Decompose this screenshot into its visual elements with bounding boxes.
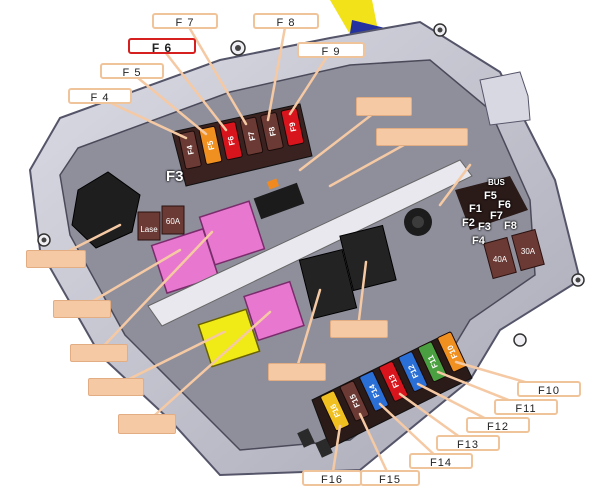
small-fuse-f1: F1	[469, 203, 482, 215]
callout-bar-blank	[26, 250, 86, 268]
fuse-f14	[359, 370, 389, 412]
center-rail	[147, 159, 473, 327]
label-f4: F 4	[68, 88, 132, 104]
fuse-f9	[280, 107, 305, 147]
relay-black	[339, 224, 397, 292]
fuse-f16	[320, 390, 350, 432]
relay-pink	[198, 200, 266, 266]
small-fuse-f7: F7	[490, 210, 503, 222]
leader-line	[184, 20, 248, 126]
maxi-fuse-label: 30A	[521, 247, 536, 256]
leader-line	[130, 71, 208, 136]
label-f13: F13	[436, 435, 500, 451]
label-f12: F12	[466, 417, 530, 433]
bus-label: BUS	[488, 178, 505, 187]
f3-inline-label: F3	[166, 168, 184, 185]
top-fuse-holder: F4 F5 F6 F7 F8 F9	[171, 103, 313, 187]
leader-line	[96, 230, 214, 354]
round-connector	[404, 208, 432, 236]
fuse-f4	[178, 130, 202, 170]
mounting-screw	[230, 40, 246, 56]
fuse-label-f6: F6	[226, 135, 237, 147]
leader-line	[438, 163, 472, 207]
label-f6-highlighted: F 6	[128, 38, 196, 55]
leader-line	[356, 260, 368, 330]
fuse-label-f9: F9	[288, 121, 299, 133]
leader-line	[79, 248, 182, 310]
leader-line	[294, 288, 322, 373]
label-f7: F 7	[152, 13, 218, 29]
callout-bar-blank	[53, 300, 111, 318]
fuse-f13	[378, 361, 409, 402]
leader-line	[160, 46, 228, 132]
left-connector	[71, 171, 141, 249]
maxi-fuse-label: 60A	[166, 217, 181, 226]
label-f14: F14	[409, 453, 473, 469]
maxi-fuse-label: Lase	[140, 225, 158, 234]
small-fuse-f6: F6	[498, 199, 511, 211]
base-cutout	[297, 428, 333, 458]
mounting-screw	[37, 233, 51, 247]
small-fuse-f4: F4	[472, 235, 485, 247]
label-f5: F 5	[100, 63, 164, 79]
fuse-f12	[398, 351, 428, 392]
small-fuse-f5: F5	[484, 190, 497, 202]
leader-line	[288, 50, 332, 116]
callout-bar-blank	[356, 97, 412, 116]
callout-bar-blank	[88, 378, 144, 396]
fuse-f7	[239, 116, 264, 156]
side-connector	[479, 71, 531, 126]
callout-bar-blank	[330, 320, 388, 338]
label-f16: F16	[302, 470, 362, 486]
small-fuse-f8: F8	[504, 220, 517, 232]
maxi-fuse-label: 40A	[493, 255, 508, 264]
small-fuse-f3: F3	[478, 221, 491, 233]
leader-line	[98, 96, 188, 140]
small-black-connector	[253, 178, 305, 220]
callout-bar-blank	[70, 344, 128, 362]
leader-line	[266, 20, 288, 122]
fuse-label-f5: F5	[206, 139, 217, 151]
right-fuse-block: 40A 30A	[455, 176, 545, 280]
mounting-screw	[571, 273, 585, 287]
callout-bar-blank	[118, 414, 176, 434]
label-f11: F11	[494, 399, 558, 415]
leader-line	[113, 330, 226, 388]
leader-line	[144, 310, 272, 425]
label-f10: F10	[517, 381, 581, 397]
callout-bar-blank	[268, 363, 326, 381]
fuse-label-f8: F8	[267, 125, 278, 137]
relay-black	[298, 248, 358, 320]
label-f15: F15	[360, 470, 420, 486]
relay-pink	[243, 280, 305, 342]
fuse-f6	[219, 121, 243, 161]
fuse-label-f4: F4	[185, 144, 196, 156]
leader-line	[298, 104, 385, 172]
callout-bar-blank	[376, 128, 468, 146]
mounting-screw	[513, 333, 527, 347]
fuse-label-f7: F7	[247, 130, 258, 142]
fuse-f5	[198, 126, 223, 165]
leader-line	[378, 402, 443, 463]
small-fuse-f2: F2	[462, 217, 475, 229]
relay-yellow	[197, 308, 261, 368]
leader-line	[330, 424, 342, 480]
leader-line	[398, 392, 470, 445]
leader-line	[358, 412, 392, 480]
label-f9: F 9	[297, 42, 365, 58]
mounting-screw	[433, 23, 447, 37]
maxi-fuses-left: Lase 60A	[137, 205, 185, 241]
label-f8: F 8	[253, 13, 319, 29]
